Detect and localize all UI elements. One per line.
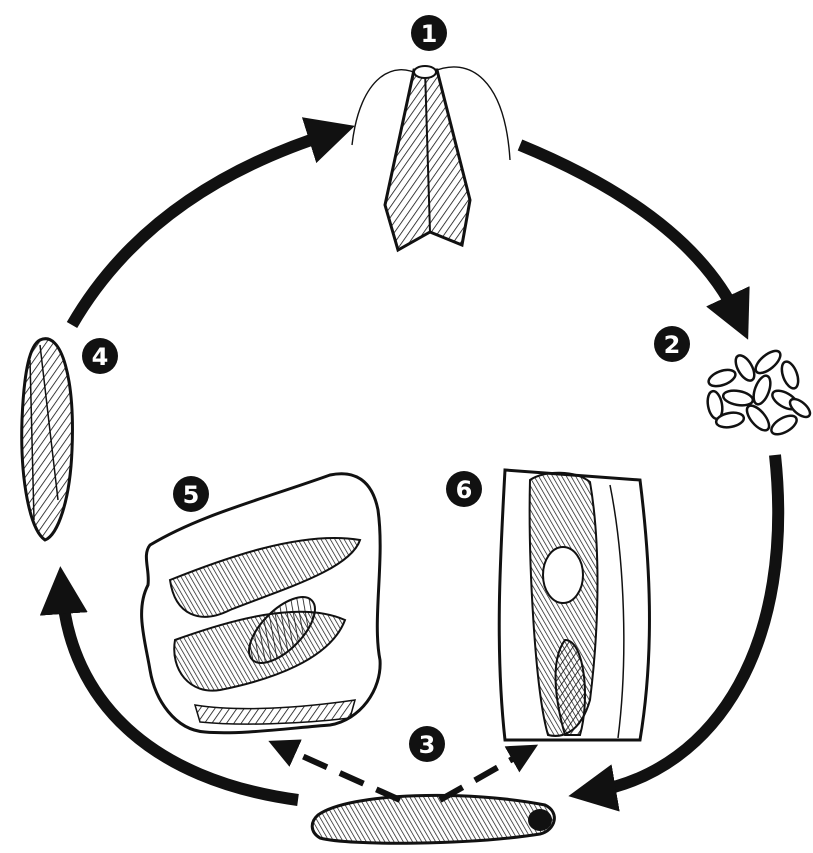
stage-number-5: 5 xyxy=(183,481,200,509)
arrow-larva-to-shoot-damage xyxy=(440,752,525,800)
larva-illustration xyxy=(312,795,554,843)
arrow-pupa-to-moth xyxy=(72,133,332,325)
stage-badge-4: 4 xyxy=(82,338,118,374)
damaged-shoot-illustration xyxy=(499,470,649,740)
stage-number-4: 4 xyxy=(92,343,109,371)
arrow-moth-to-eggs xyxy=(520,145,738,318)
stage-number-1: 1 xyxy=(421,20,438,48)
stage-badge-5: 5 xyxy=(173,476,209,512)
pupa-illustration xyxy=(22,339,73,540)
branch-arrows xyxy=(282,747,525,800)
stage-number-6: 6 xyxy=(456,476,473,504)
stage-badge-1: 1 xyxy=(411,15,447,51)
stage-badge-6: 6 xyxy=(446,471,482,507)
moth-illustration xyxy=(352,66,510,250)
eggs-illustration xyxy=(706,347,813,438)
damaged-leaf-illustration xyxy=(142,474,381,733)
stage-number-3: 3 xyxy=(419,731,436,759)
arrow-larva-to-leaf-damage xyxy=(282,747,400,800)
stage-number-2: 2 xyxy=(664,331,681,359)
stage-badge-3: 3 xyxy=(409,726,445,762)
stage-badge-2: 2 xyxy=(654,326,690,362)
